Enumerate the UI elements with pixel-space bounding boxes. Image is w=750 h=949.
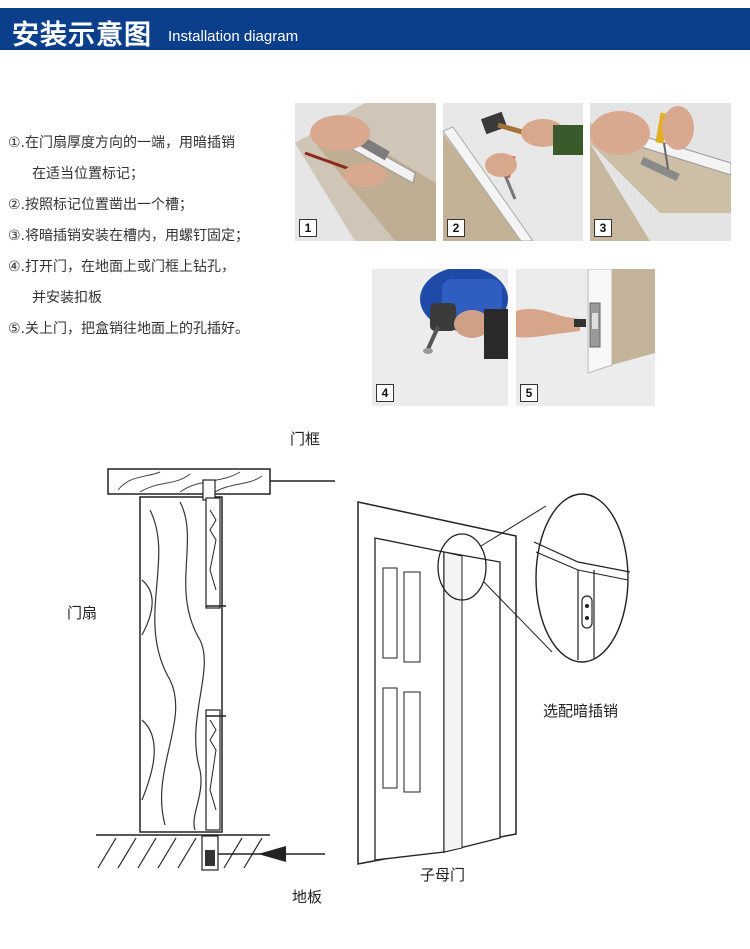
double-door-drawing [357, 501, 553, 865]
door-leaf-drawing [139, 479, 226, 833]
floor-label: 地板 [292, 888, 323, 906]
floor-drawing [96, 834, 325, 871]
step-1-line-2: 在适当位置标记； [32, 166, 144, 182]
diagram-drawing [96, 468, 631, 871]
photo-number-5: 5 [520, 384, 538, 402]
bolt-label: 选配暗插销 [543, 702, 619, 720]
bolt-detail-drawing [533, 493, 631, 663]
photo-step-4: 4 [372, 269, 508, 406]
photo-number-4: 4 [376, 384, 394, 402]
leaf-label: 门扇 [67, 604, 98, 622]
header-bar: 安装示意图 Installation diagram [0, 8, 750, 51]
installation-diagram: 门框 门扇 地板 子母门 选配暗插销 [0, 420, 750, 949]
step-1-line-1: ①.在门扇厚度方向的一端，用暗插销 [8, 135, 236, 151]
step-3: ③.将暗插销安装在槽内，用螺钉固定； [8, 228, 249, 244]
page-subtitle: Installation diagram [168, 28, 299, 45]
photo-step-1: 1 [295, 103, 436, 241]
double-door-label: 子母门 [420, 866, 466, 884]
step-4-line-2: 并安装扣板 [32, 290, 102, 306]
photo-number-1: 1 [299, 219, 317, 237]
photo-number-2: 2 [447, 219, 465, 237]
step-2: ②.按照标记位置凿出一个槽； [8, 197, 194, 213]
photo-number-3: 3 [594, 219, 612, 237]
photo-step-3: 3 [590, 103, 731, 241]
photo-step-5: 5 [516, 269, 655, 406]
step-5: ⑤.关上门，把盒销往地面上的孔插好。 [8, 321, 249, 337]
installation-steps: ①.在门扇厚度方向的一端，用暗插销 在适当位置标记； ②.按照标记位置凿出一个槽… [8, 135, 293, 352]
door-frame-drawing [107, 468, 335, 495]
page-title: 安装示意图 [12, 20, 152, 51]
photo-step-2: 2 [443, 103, 583, 241]
step-4-line-1: ④.打开门，在地面上或门框上钻孔， [8, 259, 236, 275]
frame-label: 门框 [290, 430, 321, 448]
